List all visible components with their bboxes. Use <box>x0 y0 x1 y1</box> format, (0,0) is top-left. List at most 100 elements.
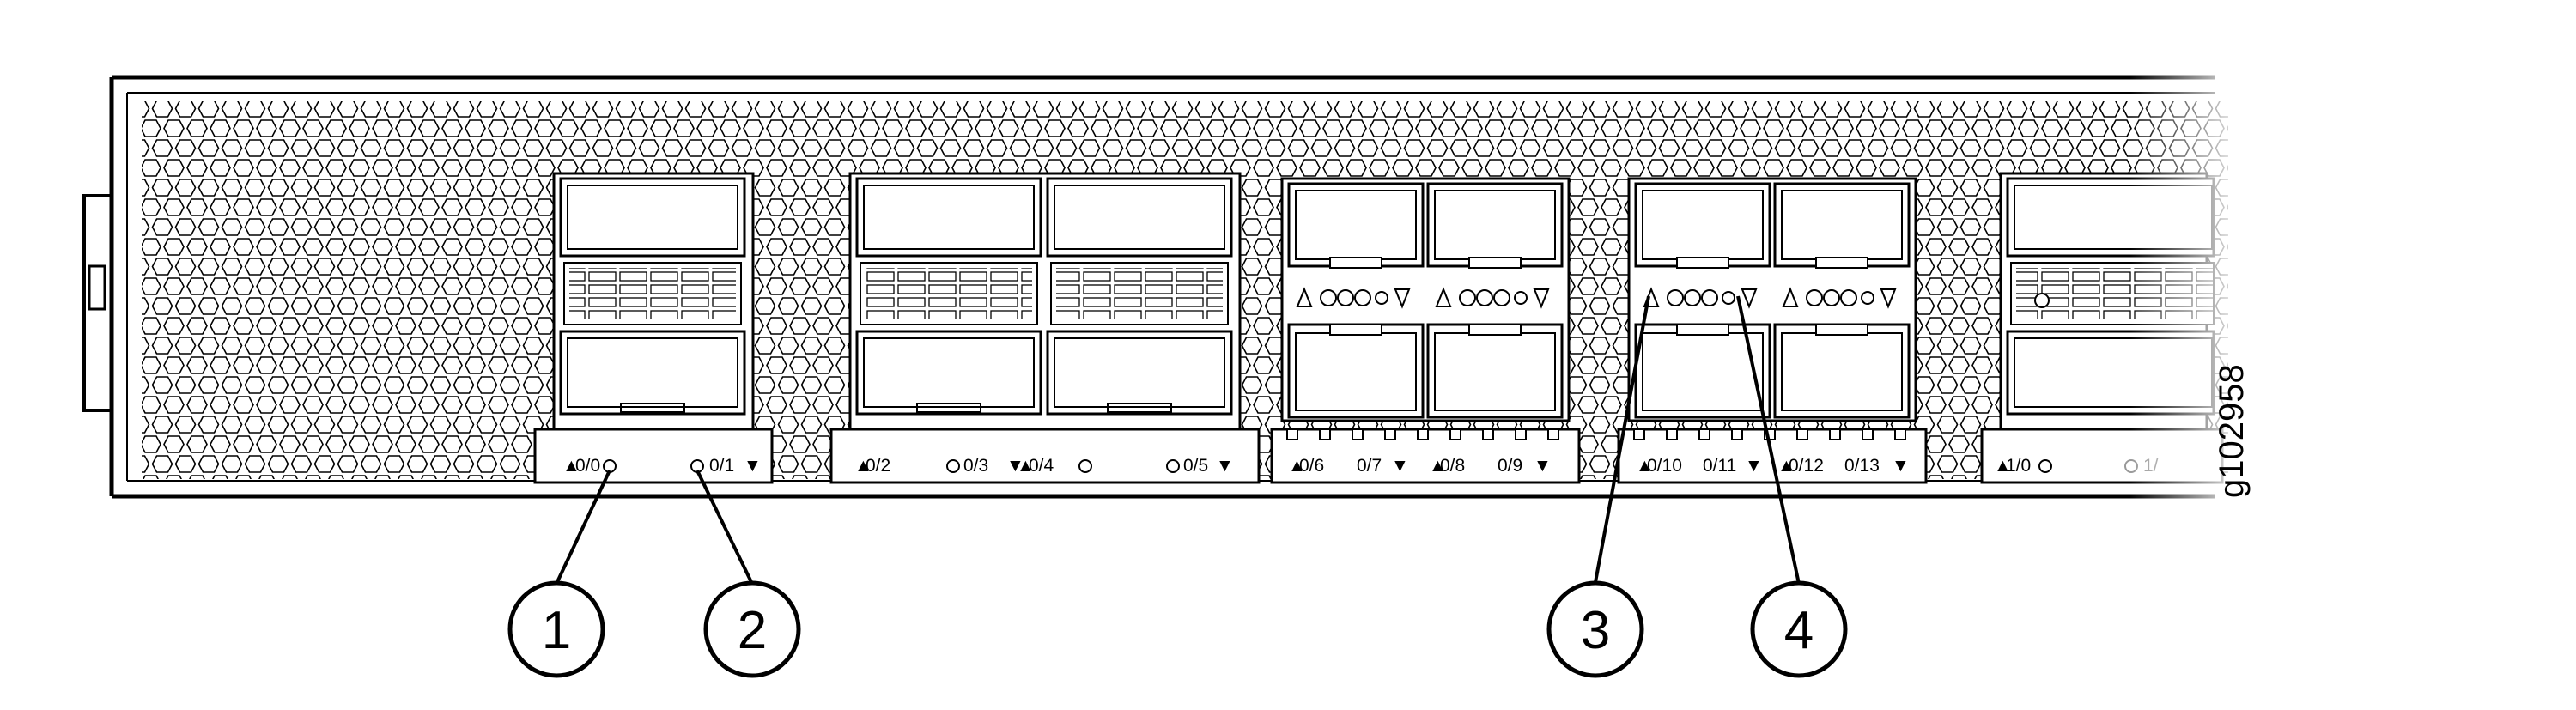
callout-leader-line <box>1736 295 1801 585</box>
port-arrow-down: ▼ <box>744 456 762 476</box>
figure-id: g102958 <box>2213 364 2251 498</box>
status-led <box>1684 289 1701 306</box>
port-arrow: ▲ <box>1636 456 1654 476</box>
port-label-1-0: 1/0 <box>2006 456 2031 476</box>
port-arrow: ▼ <box>1006 456 1024 476</box>
sfp-cage[interactable] <box>1634 323 1771 419</box>
status-led <box>1337 289 1354 306</box>
triangle-down-icon <box>1394 288 1411 309</box>
status-led <box>1806 289 1823 306</box>
qsfp-cage[interactable] <box>1046 330 1233 416</box>
qsfp-cage[interactable] <box>559 330 746 416</box>
port-label: 0/12 <box>1789 456 1824 476</box>
port-led <box>2038 459 2052 473</box>
cut-fade <box>2129 69 2250 507</box>
port-label: 0/3 <box>963 456 988 476</box>
status-led <box>1840 289 1857 306</box>
qsfp-cage[interactable] <box>855 330 1042 416</box>
port-label: 0/8 <box>1440 456 1465 476</box>
status-led-row <box>1435 287 1550 309</box>
port-arrow: ▼ <box>1534 456 1552 476</box>
status-led <box>1861 291 1874 305</box>
status-led <box>1459 289 1476 306</box>
port-arrow: ▲ <box>1429 456 1447 476</box>
port-arrow: ▲ <box>854 456 872 476</box>
callout-number: 1 <box>542 601 571 660</box>
status-led <box>1375 291 1388 305</box>
sfp-cage[interactable] <box>1426 323 1564 419</box>
port-label: 0/11 <box>1703 456 1736 476</box>
port-arrow: ▲ <box>1777 456 1795 476</box>
callout-circle <box>1750 580 1848 678</box>
callout-leader-line <box>696 470 754 585</box>
port-label: 0/5 <box>1183 456 1208 476</box>
callout-leader-line <box>555 470 611 585</box>
label-strip <box>829 428 1261 484</box>
port-arrow: ▼ <box>1216 456 1234 476</box>
connector-grid <box>569 268 736 319</box>
sfp-cage[interactable] <box>1773 182 1911 269</box>
port-led-0-1 <box>690 459 704 473</box>
connector-grid <box>866 268 1032 319</box>
chassis-outline <box>109 75 2215 499</box>
port-label: 0/9 <box>1498 456 1522 476</box>
callout-circle <box>1546 580 1644 678</box>
port-label: 0/13 <box>1844 456 1880 476</box>
port-arrow: ▲ <box>1288 456 1306 476</box>
callout-circle <box>703 580 801 678</box>
callout-number: 3 <box>1581 601 1610 660</box>
qsfp-cage[interactable] <box>559 177 746 258</box>
port-led <box>1166 459 1180 473</box>
sfp-cage[interactable] <box>1773 323 1911 419</box>
connector-grid <box>1056 268 1223 319</box>
port-label: 0/10 <box>1647 456 1682 476</box>
port-led-0-0 <box>603 459 617 473</box>
port-arrow: ▲ <box>1994 456 2012 476</box>
triangle-down-icon <box>1880 288 1897 309</box>
port-arrow: ▼ <box>1391 456 1409 476</box>
port-arrow: ▼ <box>1892 456 1910 476</box>
status-led <box>1514 291 1528 305</box>
sfp-cage[interactable] <box>1287 323 1425 419</box>
port-label: 0/7 <box>1357 456 1382 476</box>
status-led-row <box>1643 287 1758 309</box>
port-led <box>946 459 960 473</box>
chassis-ear <box>82 194 110 412</box>
sfp-cage[interactable] <box>1634 182 1771 269</box>
status-led-row <box>1782 287 1897 309</box>
status-led <box>1823 289 1840 306</box>
status-led <box>1320 289 1337 306</box>
status-led <box>1722 291 1735 305</box>
qsfp-module: ▲0/0 0/1 ▼ <box>533 172 774 484</box>
callout-circle <box>507 580 605 678</box>
screw <box>2034 293 2050 308</box>
port-led <box>1078 459 1092 473</box>
triangle-down-icon <box>1533 288 1550 309</box>
status-led <box>1354 289 1371 306</box>
port-label: 0/4 <box>1029 456 1054 476</box>
port-label: 0/2 <box>866 456 890 476</box>
port-label-0-0: 0/0 <box>575 456 600 476</box>
status-led <box>1701 289 1718 306</box>
label-strip <box>533 428 774 484</box>
qsfp-cage[interactable] <box>1046 177 1233 258</box>
port-arrow: ▲ <box>1017 456 1035 476</box>
triangle-down-icon <box>1741 288 1758 309</box>
qsfp-cage[interactable] <box>855 177 1042 258</box>
port-arrow: ▼ <box>1745 456 1763 476</box>
status-led <box>1476 289 1493 306</box>
port-label-0-1: 0/1 <box>709 456 734 476</box>
triangle-up-icon <box>1296 287 1313 307</box>
sfp-cage[interactable] <box>1426 182 1564 269</box>
sfp-cage[interactable] <box>1287 182 1425 269</box>
triangle-up-icon <box>1435 287 1452 307</box>
status-led-row <box>1296 287 1411 309</box>
port-label-0-0: ▲ <box>562 456 580 476</box>
triangle-up-icon <box>1782 287 1799 307</box>
port-label: 0/6 <box>1299 456 1324 476</box>
status-led <box>1667 289 1684 306</box>
